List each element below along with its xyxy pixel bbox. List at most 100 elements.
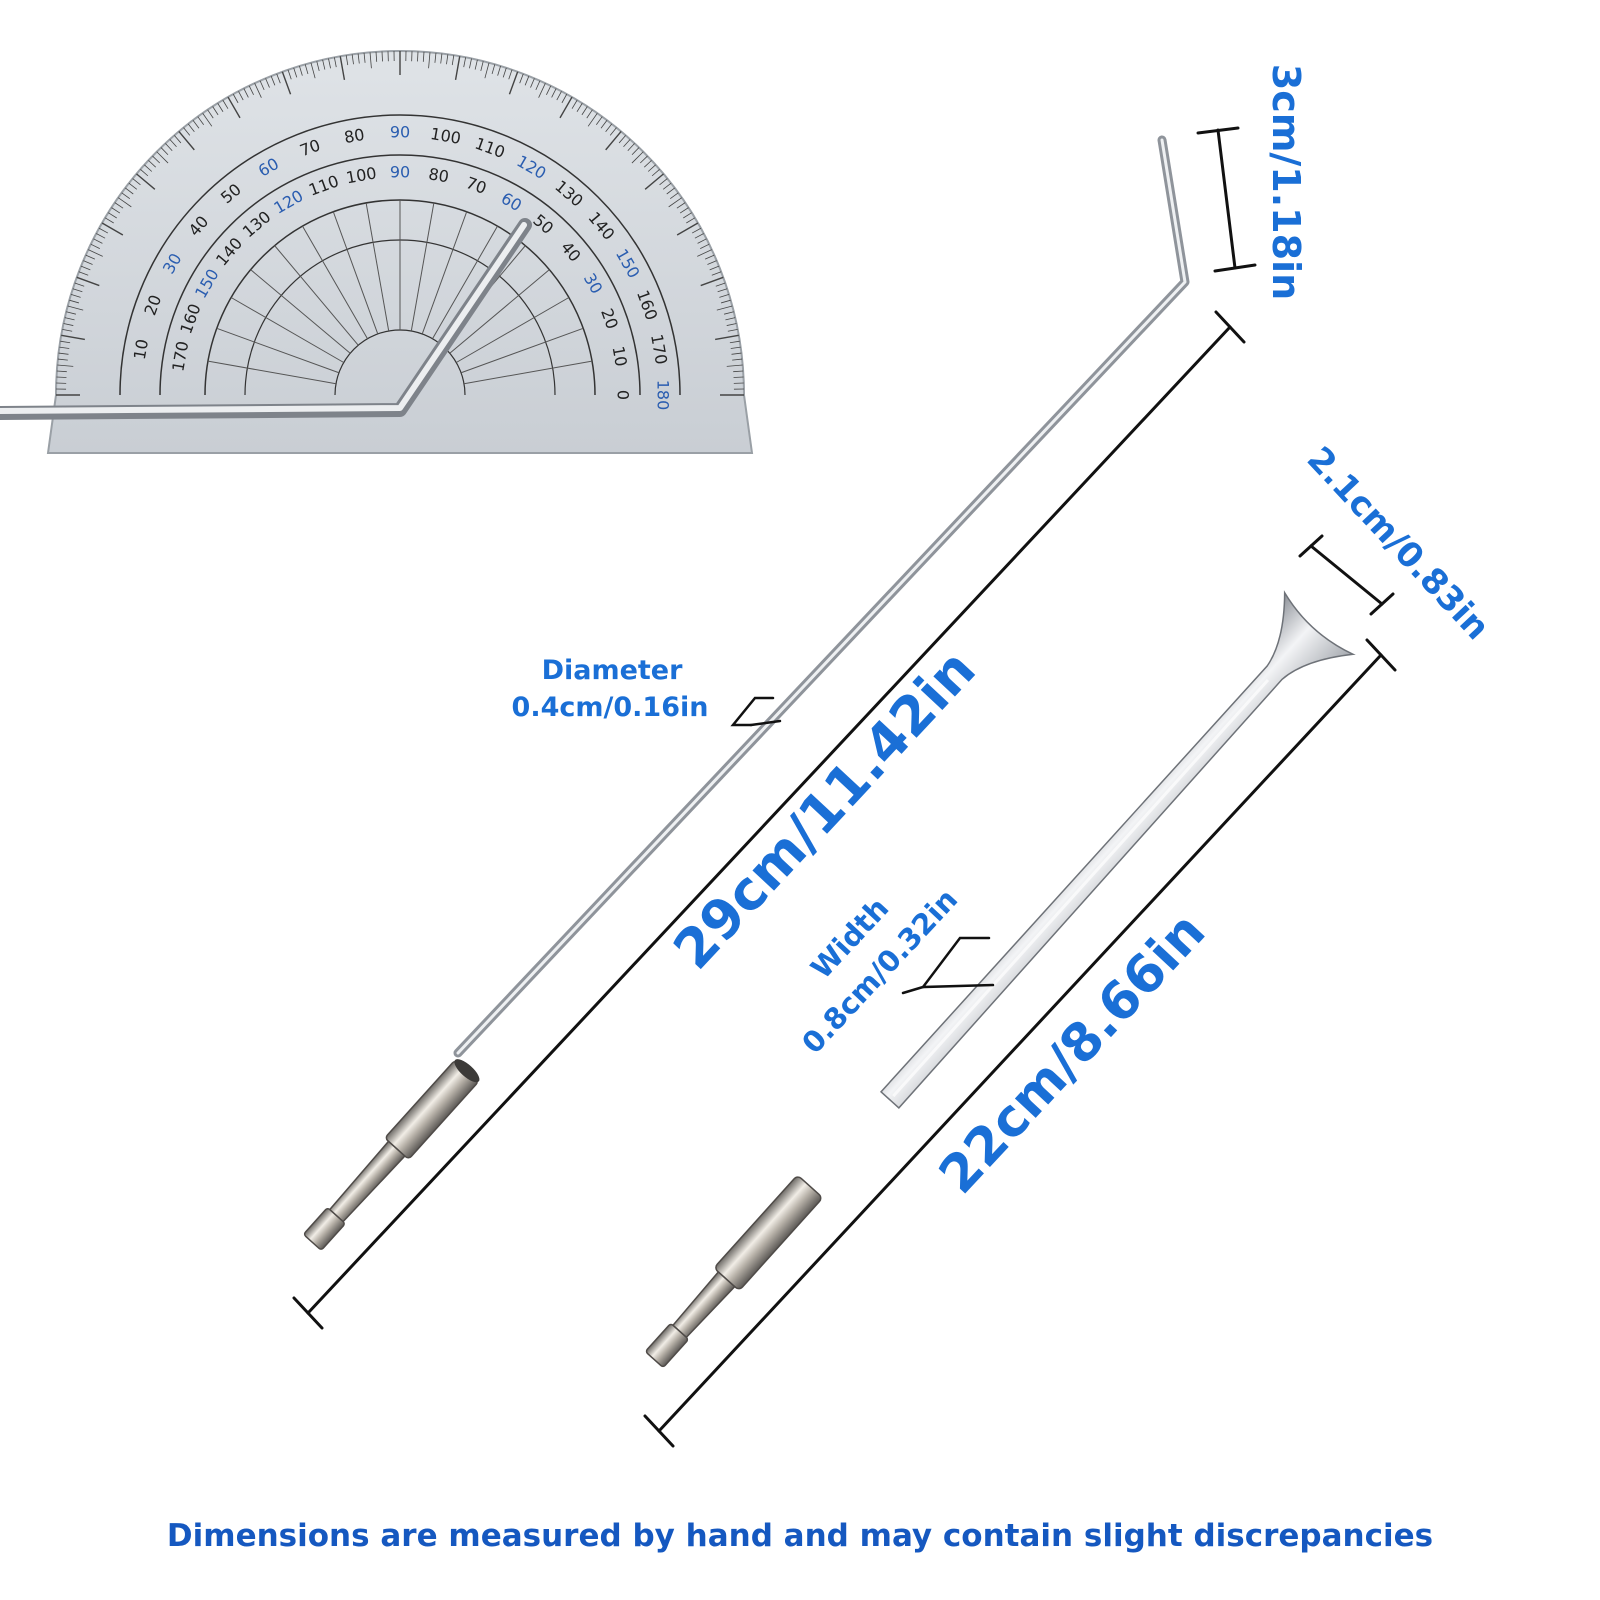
protractor-tick — [551, 88, 557, 98]
dimension-lines — [292, 126, 1397, 1448]
protractor-spoke — [230, 297, 344, 363]
protractor-tick — [56, 376, 67, 378]
protractor-tick — [694, 233, 704, 239]
protractor-tick — [197, 116, 205, 126]
protractor-tick — [57, 358, 68, 361]
protractor-tick — [639, 155, 648, 164]
tip-length-label: 3cm/1.18in — [1264, 64, 1308, 300]
protractor-tick — [716, 305, 733, 311]
protractor-spoke — [216, 327, 340, 374]
protractor-spoke — [332, 211, 379, 335]
protractor-tick — [128, 182, 138, 190]
protractor-tick — [369, 52, 372, 69]
protractor-outer-number: 80 — [343, 125, 366, 147]
protractor-tick — [339, 56, 346, 80]
protractor-tick — [618, 135, 626, 144]
protractor-tick — [463, 57, 467, 68]
protractor-tick — [623, 139, 631, 148]
protractor-tick — [63, 323, 74, 326]
protractor-tick — [732, 358, 743, 361]
protractor-spoke — [449, 269, 550, 354]
protractor-tick — [61, 334, 85, 341]
protractor-tick — [60, 340, 71, 344]
rod-handle — [303, 1059, 480, 1250]
protractor-tick — [697, 249, 712, 257]
protractor-tick — [375, 51, 378, 62]
protractor-tick — [232, 93, 239, 104]
protractor-tick — [519, 73, 524, 84]
protractor-tick — [66, 311, 77, 315]
protractor-tick — [726, 364, 743, 367]
protractor-tick — [187, 123, 195, 133]
protractor-radial-lines — [207, 200, 593, 385]
protractor-tick — [101, 222, 124, 236]
protractor-tick — [484, 62, 490, 79]
protractor-tick — [561, 93, 568, 104]
protractor-tick — [700, 243, 710, 249]
protractor-tick — [729, 340, 740, 344]
disclaimer-text: Dimensions are measured by hand and may … — [166, 1518, 1434, 1554]
protractor-tick — [669, 192, 679, 200]
protractor-tick — [726, 323, 737, 326]
protractor-tick — [76, 276, 100, 287]
rod-diameter-title: Diameter — [542, 655, 684, 686]
protractor-tick — [428, 52, 431, 69]
protractor-tick — [627, 143, 635, 152]
protractor-tick — [502, 67, 507, 78]
protractor-tick — [717, 288, 728, 293]
protractor-tick — [333, 57, 337, 68]
protractor-tick — [600, 120, 608, 129]
protractor-tick — [469, 58, 472, 69]
protractor-tick — [64, 317, 75, 321]
protractor-tick — [169, 139, 177, 148]
protractor-tick — [647, 164, 656, 172]
protractor-tick — [351, 54, 354, 65]
protractor-tick — [605, 123, 613, 133]
protractor-tick — [446, 54, 449, 65]
protractor-tick — [59, 346, 70, 349]
protractor-tick — [631, 151, 644, 164]
protractor-tick — [62, 328, 73, 332]
protractor-tick — [586, 109, 593, 119]
protractor-tick — [508, 69, 513, 80]
protractor-spoke — [250, 269, 351, 354]
protractor-tick — [222, 99, 229, 109]
spoon-blade-tool — [645, 590, 1356, 1368]
protractor-tick — [546, 85, 552, 95]
protractor-tick — [491, 64, 496, 75]
protractor-tick — [730, 346, 741, 349]
protractor-tick — [697, 238, 707, 244]
protractor-tick — [144, 164, 153, 172]
protractor-tick — [451, 55, 455, 66]
protractor-tick — [178, 131, 195, 151]
protractor-tick — [254, 83, 262, 98]
protractor-tick — [125, 187, 134, 195]
protractor-tick — [70, 294, 81, 298]
protractor-tick — [723, 311, 734, 315]
protractor-tick — [148, 160, 157, 168]
protractor-tick — [709, 265, 720, 271]
protractor-tick — [67, 305, 84, 311]
protractor-spoke — [463, 360, 593, 385]
protractor-tick — [259, 80, 265, 91]
protractor-tick — [715, 334, 739, 341]
protractor-tick — [357, 53, 360, 64]
protractor-tick — [136, 173, 156, 190]
protractor-tick — [733, 376, 744, 378]
protractor-tick — [668, 197, 683, 208]
protractor-tick — [725, 317, 736, 321]
protractor-tick — [310, 62, 316, 79]
protractor-tick — [715, 282, 726, 287]
protractor-tick — [524, 75, 530, 86]
protractor-tick — [270, 75, 276, 86]
protractor-tick — [328, 58, 331, 69]
protractor-tick — [434, 52, 437, 63]
protractor-tick — [90, 243, 100, 249]
protractor-tick — [78, 271, 89, 276]
bent-rod-tool — [303, 135, 1190, 1250]
protractor-outer-number: 180 — [654, 380, 673, 411]
protractor-tick — [243, 88, 249, 98]
protractor-tick — [227, 96, 241, 119]
protractor-tick — [265, 78, 270, 88]
protractor-tick-marks — [56, 51, 744, 396]
